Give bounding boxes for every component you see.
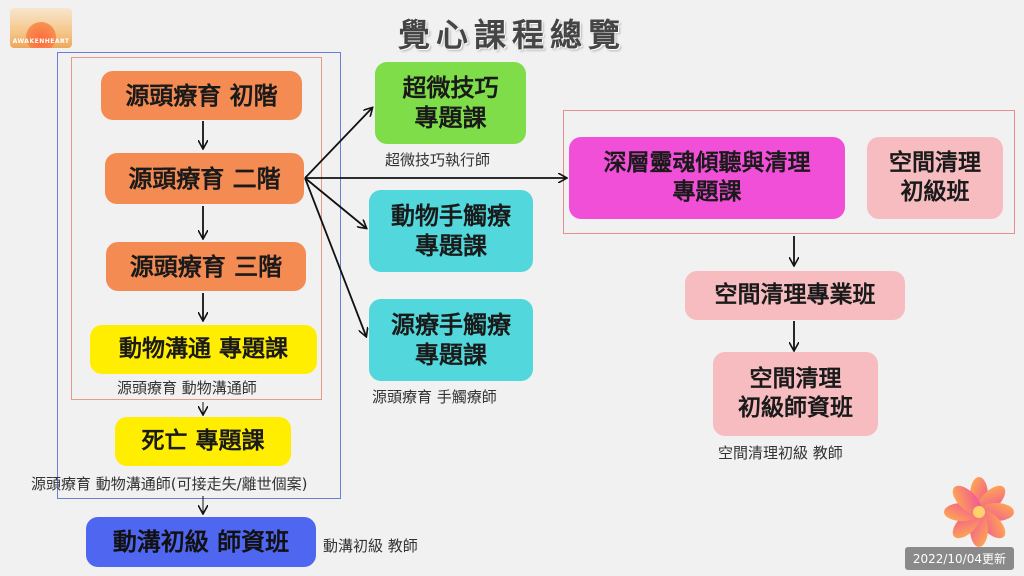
- page-title: 覺心課程總覽: [397, 16, 626, 54]
- course-teacher-class: 動溝初級 師資班: [86, 517, 316, 567]
- course-source-touch: 源療手觸療 專題課: [369, 299, 533, 381]
- caption-teacher-class: 動溝初級 教師: [323, 537, 418, 555]
- course-deep-soul: 深層靈魂傾聽與清理 專題課: [569, 137, 845, 219]
- logo-text: AWAKENHEART: [12, 38, 70, 45]
- course-space-basic: 空間清理 初級班: [867, 137, 1003, 219]
- course-level2: 源頭療育 二階: [105, 153, 304, 204]
- caption-micro-skills: 超微技巧執行師: [385, 151, 491, 169]
- blue-group-frame: [57, 52, 341, 499]
- course-animal-touch: 動物手觸療 專題課: [369, 190, 533, 272]
- updated-date-badge: 2022/10/04更新: [904, 547, 1014, 570]
- course-micro-skills: 超微技巧 專題課: [375, 62, 526, 144]
- course-death: 死亡 專題課: [115, 417, 291, 466]
- course-space-pro: 空間清理專業班: [685, 271, 905, 320]
- caption-death: 源頭療育 動物溝通師(可接走失/離世個案): [31, 475, 308, 493]
- caption-animal-communication: 源頭療育 動物溝通師: [117, 379, 257, 397]
- caption-space-teacher: 空間清理初級 教師: [718, 444, 843, 462]
- course-animal-communication: 動物溝通 專題課: [90, 325, 317, 374]
- arrow-fan-source-touch: [304, 177, 366, 336]
- caption-source-touch: 源頭療育 手觸療師: [372, 388, 497, 406]
- course-level3: 源頭療育 三階: [106, 242, 306, 291]
- flower-icon: [944, 477, 1014, 547]
- arrow-fan-micro: [304, 108, 372, 179]
- course-space-teacher: 空間清理 初級師資班: [713, 352, 878, 436]
- arrow-fan-animal-touch: [304, 177, 366, 228]
- orange-group-frame: [71, 57, 322, 400]
- course-level1: 源頭療育 初階: [101, 71, 302, 120]
- sunset-logo-icon: [26, 22, 56, 48]
- right-group-frame: [563, 110, 1015, 234]
- awakenheart-logo: AWAKENHEART: [10, 8, 72, 48]
